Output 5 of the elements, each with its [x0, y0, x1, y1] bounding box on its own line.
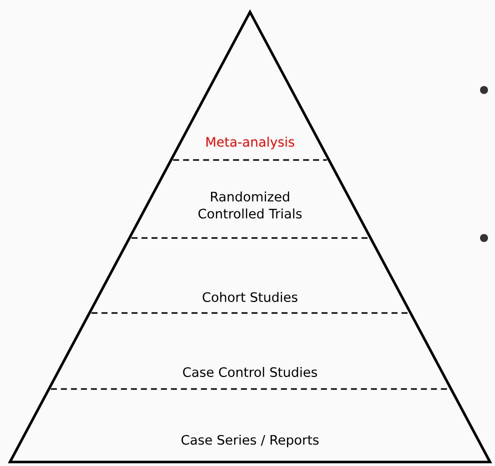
level-label: Case Series / Reports — [182, 434, 319, 448]
level-label: Cohort Studies — [202, 292, 298, 302]
level-label: Case Control Studies — [183, 366, 317, 378]
level-label: Meta-analysis — [206, 136, 294, 150]
level-label: Randomized Controlled Trials — [198, 191, 302, 219]
